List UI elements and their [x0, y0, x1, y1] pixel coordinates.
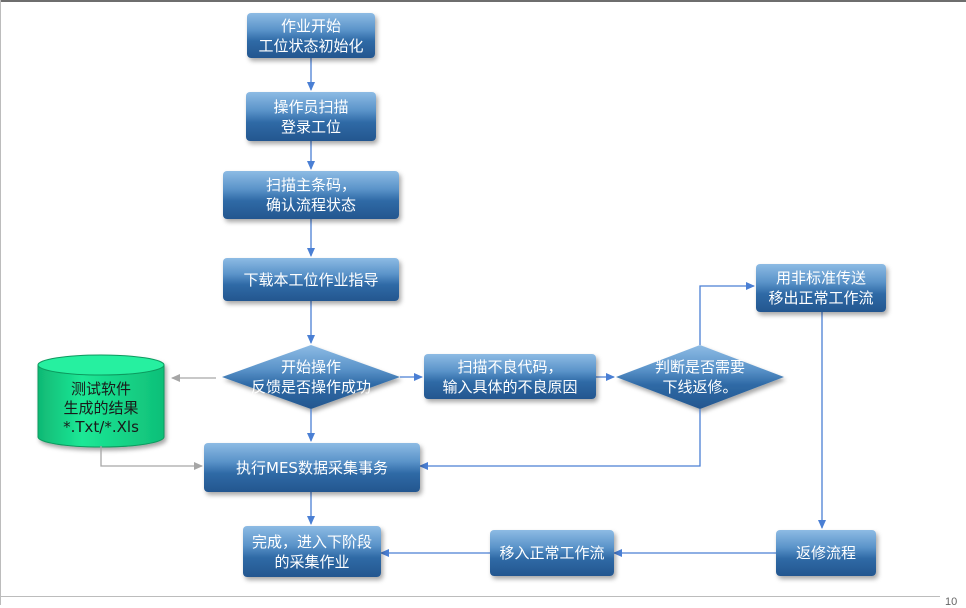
node-start: 作业开始 工位状态初始化 [247, 13, 375, 58]
node-mes-collect: 执行MES数据采集事务 [204, 443, 420, 492]
arrow-offline-to-transfer [699, 282, 755, 345]
node-download: 下载本工位作业指导 [223, 258, 399, 301]
test-result-database-label: 测试软件 生成的结果 *.Txt/*.Xls [63, 379, 139, 436]
node-login: 操作员扫描 登录工位 [246, 92, 376, 141]
node-repair: 返修流程 [776, 530, 876, 576]
left-border [0, 0, 1, 605]
node-scan-defect: 扫描不良代码， 输入具体的不良原因 [424, 354, 596, 399]
page-number: 10 [945, 596, 958, 608]
arrow-offline-to-mes [419, 409, 701, 470]
decision-offline-shape [616, 345, 784, 409]
node-complete: 完成，进入下阶段 的采集作业 [243, 526, 381, 577]
node-move-in: 移入正常工作流 [490, 530, 614, 576]
node-scan-main: 扫描主条码， 确认流程状态 [223, 171, 399, 219]
test-result-database [37, 354, 165, 448]
node-transfer-out: 用非标准传送 移出正常工作流 [756, 264, 886, 312]
arrow-database-to-mes [100, 446, 203, 470]
decision-start-label: 开始操作 反馈是否操作成功 [250, 358, 371, 396]
top-border [0, 0, 966, 2]
bottom-border [0, 596, 940, 597]
decision-offline-label: 判断是否需要 下线返修。 [654, 358, 745, 396]
decision-start-shape [222, 345, 400, 409]
